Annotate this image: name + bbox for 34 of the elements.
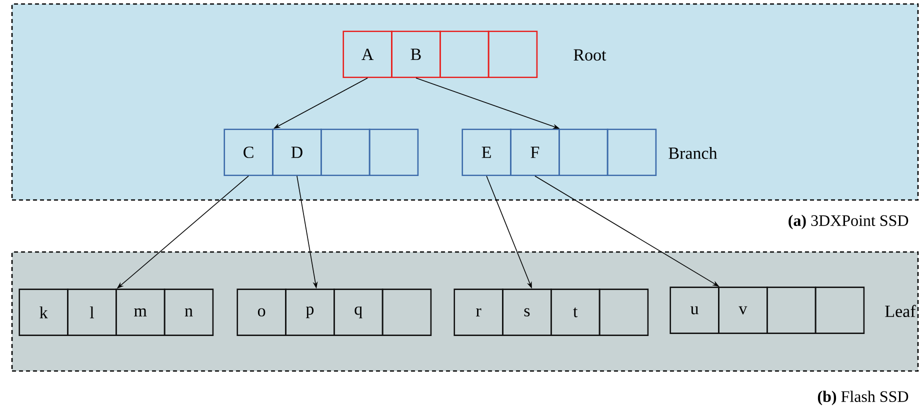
band-label: (b) Flash SSD — [818, 390, 908, 406]
key-cell: u — [670, 286, 720, 334]
key-cell: t — [550, 288, 600, 336]
key-cell: s — [502, 288, 552, 336]
key-cell: r — [454, 288, 504, 336]
empty-cell — [814, 286, 865, 334]
empty-cell — [440, 30, 490, 78]
key-cell: v — [718, 286, 768, 334]
key-cell: D — [272, 128, 322, 176]
empty-cell — [320, 128, 370, 176]
key-cell: C — [224, 128, 274, 176]
empty-cell — [382, 288, 432, 336]
key-cell: m — [116, 288, 166, 336]
band — [11, 251, 919, 372]
key-cell: o — [236, 288, 286, 336]
key-cell: q — [334, 288, 384, 336]
key-cell: F — [510, 128, 560, 176]
empty-cell — [368, 128, 419, 176]
empty-cell — [766, 286, 816, 334]
empty-cell — [488, 30, 538, 78]
empty-cell — [606, 128, 657, 176]
band-label: (a) 3DXPoint SSD — [788, 214, 908, 230]
key-cell: E — [462, 128, 512, 176]
key-cell: B — [391, 30, 441, 78]
key-cell: A — [342, 30, 392, 78]
level-label: Leaf — [885, 304, 916, 318]
key-cell: n — [164, 288, 214, 336]
empty-cell — [558, 128, 608, 176]
key-cell: p — [285, 288, 335, 336]
key-cell: k — [18, 288, 68, 336]
key-cell: l — [67, 288, 117, 336]
band — [11, 3, 919, 201]
empty-cell — [598, 288, 649, 336]
level-label: Root — [574, 49, 606, 61]
